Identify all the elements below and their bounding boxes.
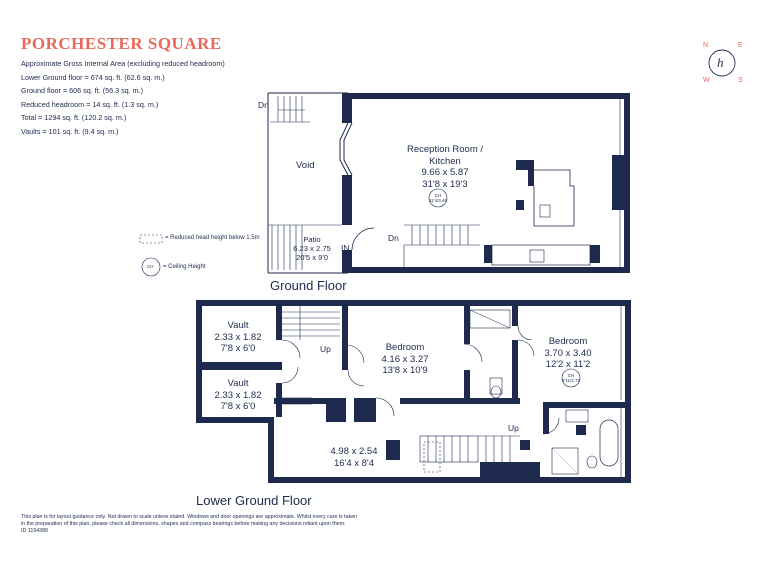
reception-name-2: Kitchen <box>429 155 461 167</box>
patio-name: Patio <box>303 235 321 244</box>
logo-icon: h <box>717 55 724 70</box>
area-line-ground: Ground floor = 606 sq. ft. (56.3 sq. m.) <box>21 86 144 96</box>
patio-imperial: 20'5 x 9'0 <box>295 253 329 262</box>
area-line-reduced: Reduced headroom = 14 sq. ft. (1.3 sq. m… <box>21 99 159 109</box>
lower-ground-floor-label: Lower Ground Floor <box>196 493 312 508</box>
kitchen-stairs-down: Dn <box>388 233 399 243</box>
legend-ceiling-height: = Ceiling Height <box>163 264 206 270</box>
room-3-label: 4.98 x 2.54 16'4 x 8'4 <box>330 446 378 469</box>
area-line-heading: Approximate Gross Internal Area (excludi… <box>21 59 225 68</box>
disclaimer: This plan is for layout guidance only. N… <box>21 514 421 535</box>
ground-stairs-down: Dn <box>258 100 269 110</box>
area-line-vaults: Vaults = 101 sq. ft. (9.4 sq. m.) <box>21 126 119 136</box>
area-line-total: Total = 1294 sq. ft. (120.2 sq. m.) <box>21 113 127 123</box>
reception-imperial: 31'8 x 19'3 <box>422 178 468 190</box>
bedroom-2-label: Bedroom 3.70 x 3.40 12'2 x 11'2 <box>544 336 592 370</box>
area-line-lower: Lower Ground floor = 674 sq. ft. (62.6 s… <box>21 72 165 82</box>
reception-room-label: Reception Room / Kitchen 9.66 x 5.87 31'… <box>407 144 483 190</box>
patio-label: Patio 6.23 x 2.75 20'5 x 9'0 <box>293 235 331 262</box>
vault-1-label: Vault 2.33 x 1.82 7'8 x 6'0 <box>214 320 262 354</box>
legend-reduced-headroom: = Reduced head height below 1.5m <box>165 235 260 241</box>
compass-n: N <box>703 42 709 49</box>
patio-metric: 6.23 x 2.75 <box>293 244 331 253</box>
property-title: PORCHESTER SQUARE <box>21 34 222 53</box>
lower-stairs-up: Up <box>508 423 519 433</box>
vault-2-label: Vault 2.33 x 1.82 7'8 x 6'0 <box>214 378 262 412</box>
ground-floor-label: Ground Floor <box>270 278 347 293</box>
area-summary: Approximate Gross Internal Area (excludi… <box>21 57 225 139</box>
compass-w: W <box>703 77 710 84</box>
disclaimer-line-1: This plan is for layout guidance only. N… <box>21 514 358 520</box>
ch-reception: CH 11'4/3.46 <box>428 193 448 203</box>
compass-e: E <box>738 42 743 49</box>
reception-name-1: Reception Room / <box>406 144 484 155</box>
compass-s: S <box>738 77 743 84</box>
vault-stairs-up: Up <box>320 344 331 354</box>
void-label: Void <box>296 160 315 171</box>
plan-id: ID 1194388 <box>21 528 48 534</box>
entrance-in: IN <box>341 243 350 253</box>
legend-ch-symbol: CH <box>147 264 154 269</box>
ch-bedroom-2: CH 8'11/2.72 <box>561 373 581 383</box>
bedroom-1-label: Bedroom 4.16 x 3.27 13'8 x 10'9 <box>381 342 429 376</box>
disclaimer-line-2: in the preparation of this plan, please … <box>21 521 346 527</box>
reception-metric: 9.66 x 5.87 <box>421 167 469 178</box>
